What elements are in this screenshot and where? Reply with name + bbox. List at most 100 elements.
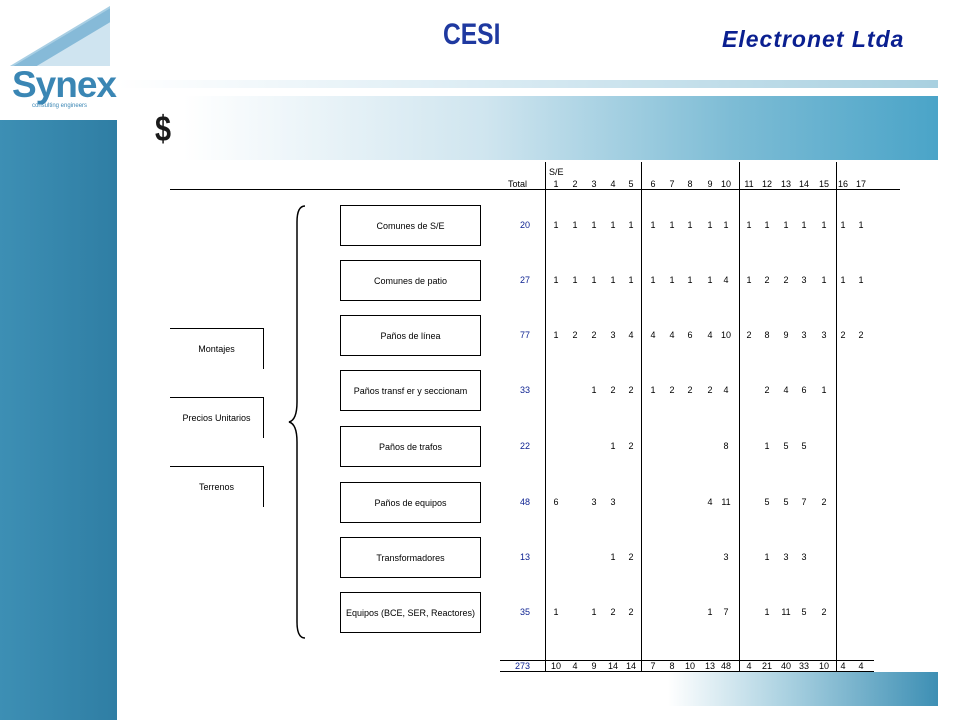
row-category-label: Paños transf er y seccionam: [353, 385, 468, 396]
table-cell: 3: [783, 552, 789, 562]
table-cell: 1: [858, 220, 864, 230]
table-cell: 1: [553, 275, 559, 285]
table-cell: 1: [707, 220, 713, 230]
table-cell: 1: [746, 220, 752, 230]
column-header: 16: [837, 179, 848, 189]
table-cell: 3: [801, 330, 807, 340]
column-header: 5: [628, 179, 634, 189]
table-cell: 1: [764, 220, 770, 230]
column-header: 1: [553, 179, 559, 189]
column-total: 40: [780, 661, 791, 671]
row-category-box: Transformadores: [340, 537, 481, 578]
table-cell: 7: [723, 607, 729, 617]
se-label: S/E: [549, 167, 564, 177]
table-cell: 2: [610, 385, 616, 395]
column-total: 4: [572, 661, 578, 671]
column-total: 4: [840, 661, 846, 671]
company-name: Electronet Ltda: [722, 26, 905, 52]
table-cell: 8: [723, 441, 729, 451]
table-cell: 1: [764, 607, 770, 617]
table-cell: 1: [591, 220, 597, 230]
total-header: Total: [508, 179, 528, 189]
table-cell: 4: [650, 330, 656, 340]
table-cell: 1: [628, 220, 634, 230]
table-cell: 5: [801, 607, 807, 617]
column-header: 15: [818, 179, 829, 189]
table-cell: 5: [764, 497, 770, 507]
table-cell: 3: [723, 552, 729, 562]
totals-rule-bottom: [500, 671, 874, 672]
logo-wordmark: Synex: [12, 64, 117, 105]
table-cell: 4: [723, 385, 729, 395]
left-item-label: Terrenos: [198, 482, 234, 492]
column-header: 3: [591, 179, 597, 189]
table-cell: 2: [669, 385, 675, 395]
table-cell: 11: [721, 497, 731, 507]
table-cell: 3: [610, 497, 616, 507]
table-cell: 4: [707, 497, 713, 507]
table-cell: 2: [746, 330, 752, 340]
table-cell: 2: [764, 385, 770, 395]
table-cell: 1: [572, 275, 578, 285]
column-total: 4: [858, 661, 864, 671]
row-total: 77: [519, 330, 530, 340]
table-cell: 10: [720, 330, 731, 340]
table-cell: 1: [764, 441, 770, 451]
table-cell: 3: [801, 552, 807, 562]
column-header: 17: [855, 179, 866, 189]
row-category-label: Paños de trafos: [378, 441, 443, 452]
table-cell: 5: [783, 441, 789, 451]
row-total: 22: [519, 441, 530, 451]
row-total: 48: [519, 497, 530, 507]
column-total: 14: [625, 661, 636, 671]
table-cell: 1: [840, 220, 846, 230]
column-total: 9: [591, 661, 597, 671]
column-header: 13: [780, 179, 791, 189]
totals-rule-top: [500, 660, 874, 661]
row-total: 27: [519, 275, 530, 285]
col-divider-10: [739, 162, 740, 672]
row-total: 13: [519, 552, 530, 562]
table-cell: 1: [858, 275, 864, 285]
table-cell: 1: [669, 220, 675, 230]
header-rule: [170, 189, 900, 190]
row-category-box: Paños de línea: [340, 315, 481, 356]
table-cell: 2: [610, 607, 616, 617]
table-cell: 2: [591, 330, 597, 340]
table-cell: 3: [801, 275, 807, 285]
row-category-label: Transformadores: [376, 552, 445, 563]
table-cell: 2: [764, 275, 770, 285]
row-category-box: Paños transf er y seccionam: [340, 370, 481, 411]
row-total: 35: [519, 607, 530, 617]
row-category-label: Comunes de patio: [373, 275, 448, 286]
table-cell: 2: [628, 441, 634, 451]
table-cell: 9: [783, 330, 789, 340]
table-cell: 1: [610, 441, 616, 451]
table-cell: 1: [707, 607, 713, 617]
header-divider-bar: [118, 80, 938, 88]
table-cell: 7: [801, 497, 807, 507]
table-cell: 2: [572, 330, 578, 340]
column-total: 10: [550, 661, 561, 671]
table-cell: 8: [764, 330, 770, 340]
table-cell: 1: [610, 275, 616, 285]
column-header: 9: [707, 179, 713, 189]
col-divider-5: [641, 162, 642, 672]
table-cell: 4: [628, 330, 634, 340]
table-cell: 1: [591, 385, 597, 395]
row-category-label: Paños de equipos: [374, 497, 447, 508]
column-header: 14: [798, 179, 809, 189]
column-total: 8: [669, 661, 675, 671]
column-total: 10: [818, 661, 829, 671]
table-cell: 1: [707, 275, 713, 285]
table-cell: 4: [783, 385, 789, 395]
table-cell: 5: [783, 497, 789, 507]
col-divider-15: [836, 162, 837, 672]
table-cell: 2: [783, 275, 789, 285]
column-total: 13: [704, 661, 715, 671]
table-cell: 1: [650, 385, 656, 395]
column-header: 6: [650, 179, 656, 189]
table-cell: 2: [628, 607, 634, 617]
column-total: 48: [720, 661, 731, 671]
table-cell: 3: [610, 330, 616, 340]
